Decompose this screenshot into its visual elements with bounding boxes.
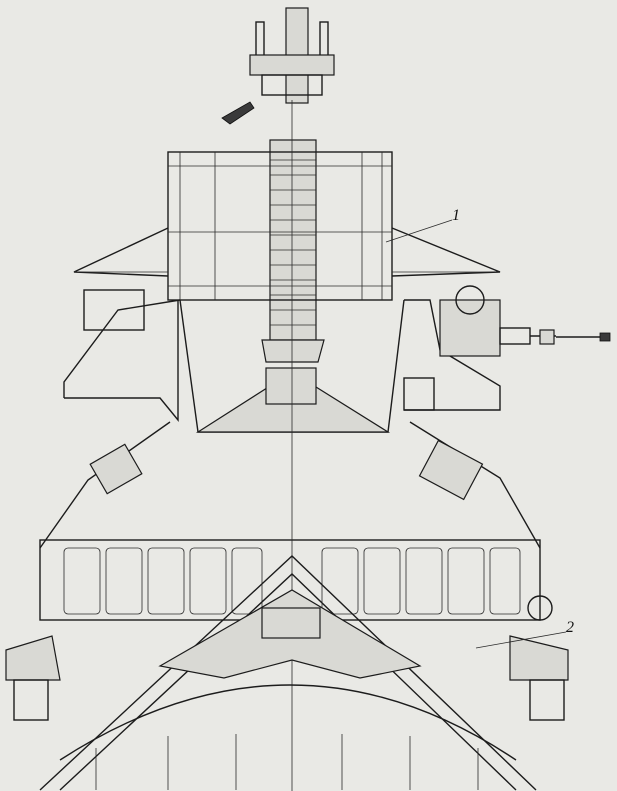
lower-shell — [39, 421, 553, 621]
callout-1: 1 — [385, 207, 460, 243]
callout-1-label: 1 — [452, 207, 460, 224]
mid-frame — [63, 285, 611, 433]
upper-housing — [73, 151, 501, 301]
callout-2: 2 — [475, 619, 574, 649]
base-cone — [5, 555, 569, 791]
top-drive-head — [221, 7, 335, 125]
callout-2-label: 2 — [566, 619, 574, 636]
central-column — [261, 139, 325, 363]
